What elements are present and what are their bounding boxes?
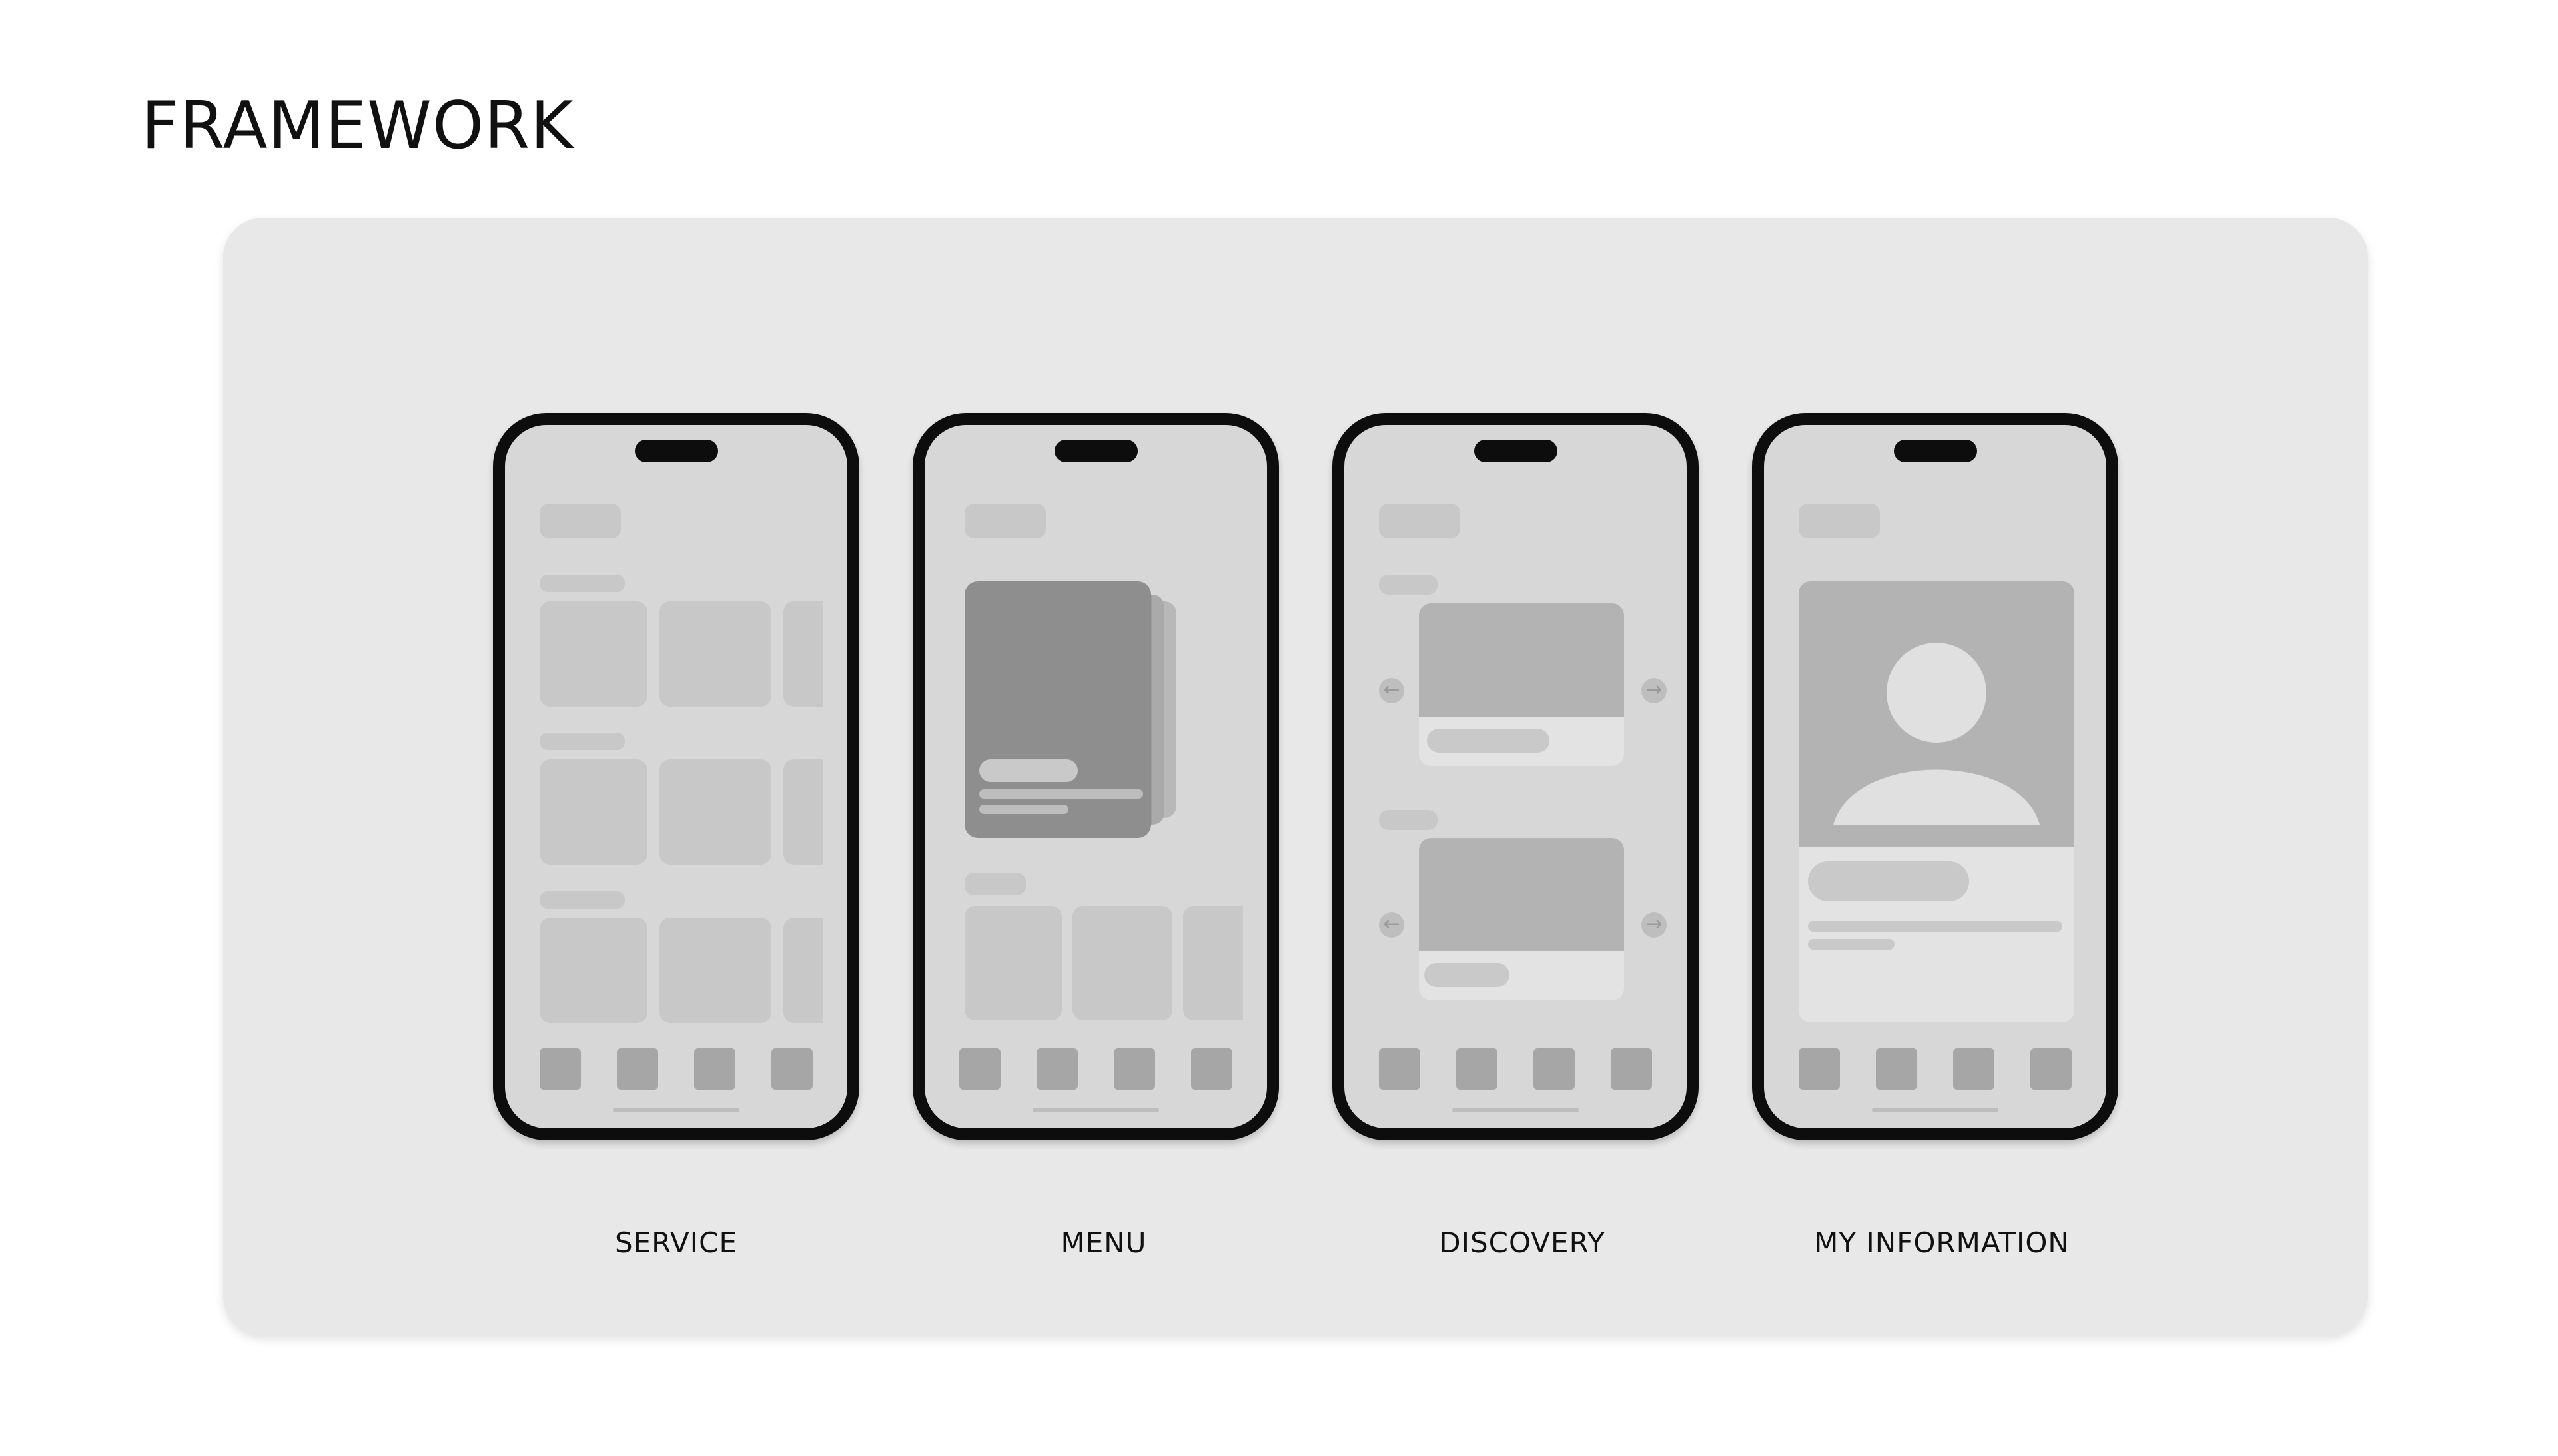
avatar-icon [1833, 643, 2040, 825]
card-placeholder[interactable] [659, 918, 771, 1023]
card-placeholder[interactable] [1072, 906, 1172, 1020]
tab-bar [1379, 1048, 1652, 1090]
tab-icon[interactable] [540, 1048, 581, 1090]
phone-my-information [1752, 413, 2118, 1140]
header-placeholder [1379, 504, 1460, 538]
card-title-placeholder [979, 759, 1078, 782]
profile-image-area [1799, 581, 2074, 847]
caption-menu: MENU [1061, 1226, 1147, 1259]
card-text-placeholder [979, 805, 1068, 814]
phone-discovery: ← → ← → [1332, 413, 1699, 1140]
section-label-placeholder [1379, 810, 1438, 830]
card-image-placeholder [1419, 603, 1624, 717]
tab-bar [1799, 1048, 2072, 1090]
card-placeholder[interactable] [965, 906, 1062, 1020]
section-label-placeholder [540, 733, 625, 750]
carousel-card[interactable] [1419, 838, 1624, 1000]
card-placeholder[interactable] [659, 759, 771, 865]
header-placeholder [965, 504, 1046, 538]
profile-name-placeholder [1808, 861, 1969, 901]
tab-icon[interactable] [1037, 1048, 1078, 1090]
caption-my-information: MY INFORMATION [1814, 1226, 2070, 1259]
header-placeholder [540, 504, 621, 538]
section-label-placeholder [540, 891, 625, 909]
card-placeholder[interactable] [540, 759, 647, 865]
card-placeholder[interactable] [540, 918, 647, 1023]
arrow-left-icon[interactable]: ← [1379, 912, 1404, 938]
tab-bar [540, 1048, 813, 1090]
tab-icon[interactable] [1533, 1048, 1575, 1090]
tab-icon[interactable] [1953, 1048, 1994, 1090]
notch [635, 440, 718, 462]
profile-text-placeholder [1808, 939, 1895, 950]
tab-icon[interactable] [1456, 1048, 1497, 1090]
page-title: FRAMEWORK [141, 88, 574, 164]
tab-icon[interactable] [959, 1048, 1001, 1090]
tab-icon[interactable] [1876, 1048, 1917, 1090]
home-indicator [1033, 1108, 1159, 1112]
tab-icon[interactable] [1114, 1048, 1155, 1090]
tab-bar [959, 1048, 1232, 1090]
card-title-placeholder [1427, 729, 1549, 753]
profile-card [1799, 581, 2074, 1022]
card-placeholder[interactable] [783, 601, 823, 707]
profile-text-placeholder [1808, 921, 2062, 932]
tab-icon[interactable] [1611, 1048, 1652, 1090]
home-indicator [613, 1108, 739, 1112]
home-indicator [1452, 1108, 1579, 1112]
card-image-placeholder [1419, 838, 1624, 951]
tab-icon[interactable] [694, 1048, 735, 1090]
carousel-card[interactable] [1419, 603, 1624, 766]
tab-icon[interactable] [1191, 1048, 1232, 1090]
phone-menu [913, 413, 1279, 1140]
notch [1055, 440, 1138, 462]
section-label-placeholder [965, 873, 1026, 895]
arrow-left-icon[interactable]: ← [1379, 678, 1404, 703]
caption-discovery: DISCOVERY [1439, 1226, 1605, 1259]
arrow-right-icon[interactable]: → [1641, 912, 1667, 938]
header-placeholder [1799, 504, 1880, 538]
card-placeholder[interactable] [783, 759, 823, 865]
card-placeholder[interactable] [659, 601, 771, 707]
card-title-placeholder [1424, 963, 1509, 987]
arrow-right-icon[interactable]: → [1641, 678, 1667, 703]
card-placeholder[interactable] [1183, 906, 1243, 1020]
featured-card[interactable] [965, 581, 1151, 838]
tab-icon[interactable] [2030, 1048, 2072, 1090]
section-label-placeholder [1379, 575, 1438, 595]
card-placeholder[interactable] [540, 601, 647, 707]
notch [1894, 440, 1977, 462]
tab-icon[interactable] [617, 1048, 658, 1090]
tab-icon[interactable] [771, 1048, 813, 1090]
phone-service [493, 413, 859, 1140]
card-placeholder[interactable] [783, 918, 823, 1023]
caption-service: SERVICE [614, 1226, 738, 1259]
tab-icon[interactable] [1379, 1048, 1420, 1090]
section-label-placeholder [540, 575, 625, 592]
tab-icon[interactable] [1799, 1048, 1840, 1090]
home-indicator [1872, 1108, 1998, 1112]
card-text-placeholder [979, 789, 1143, 799]
notch [1474, 440, 1557, 462]
